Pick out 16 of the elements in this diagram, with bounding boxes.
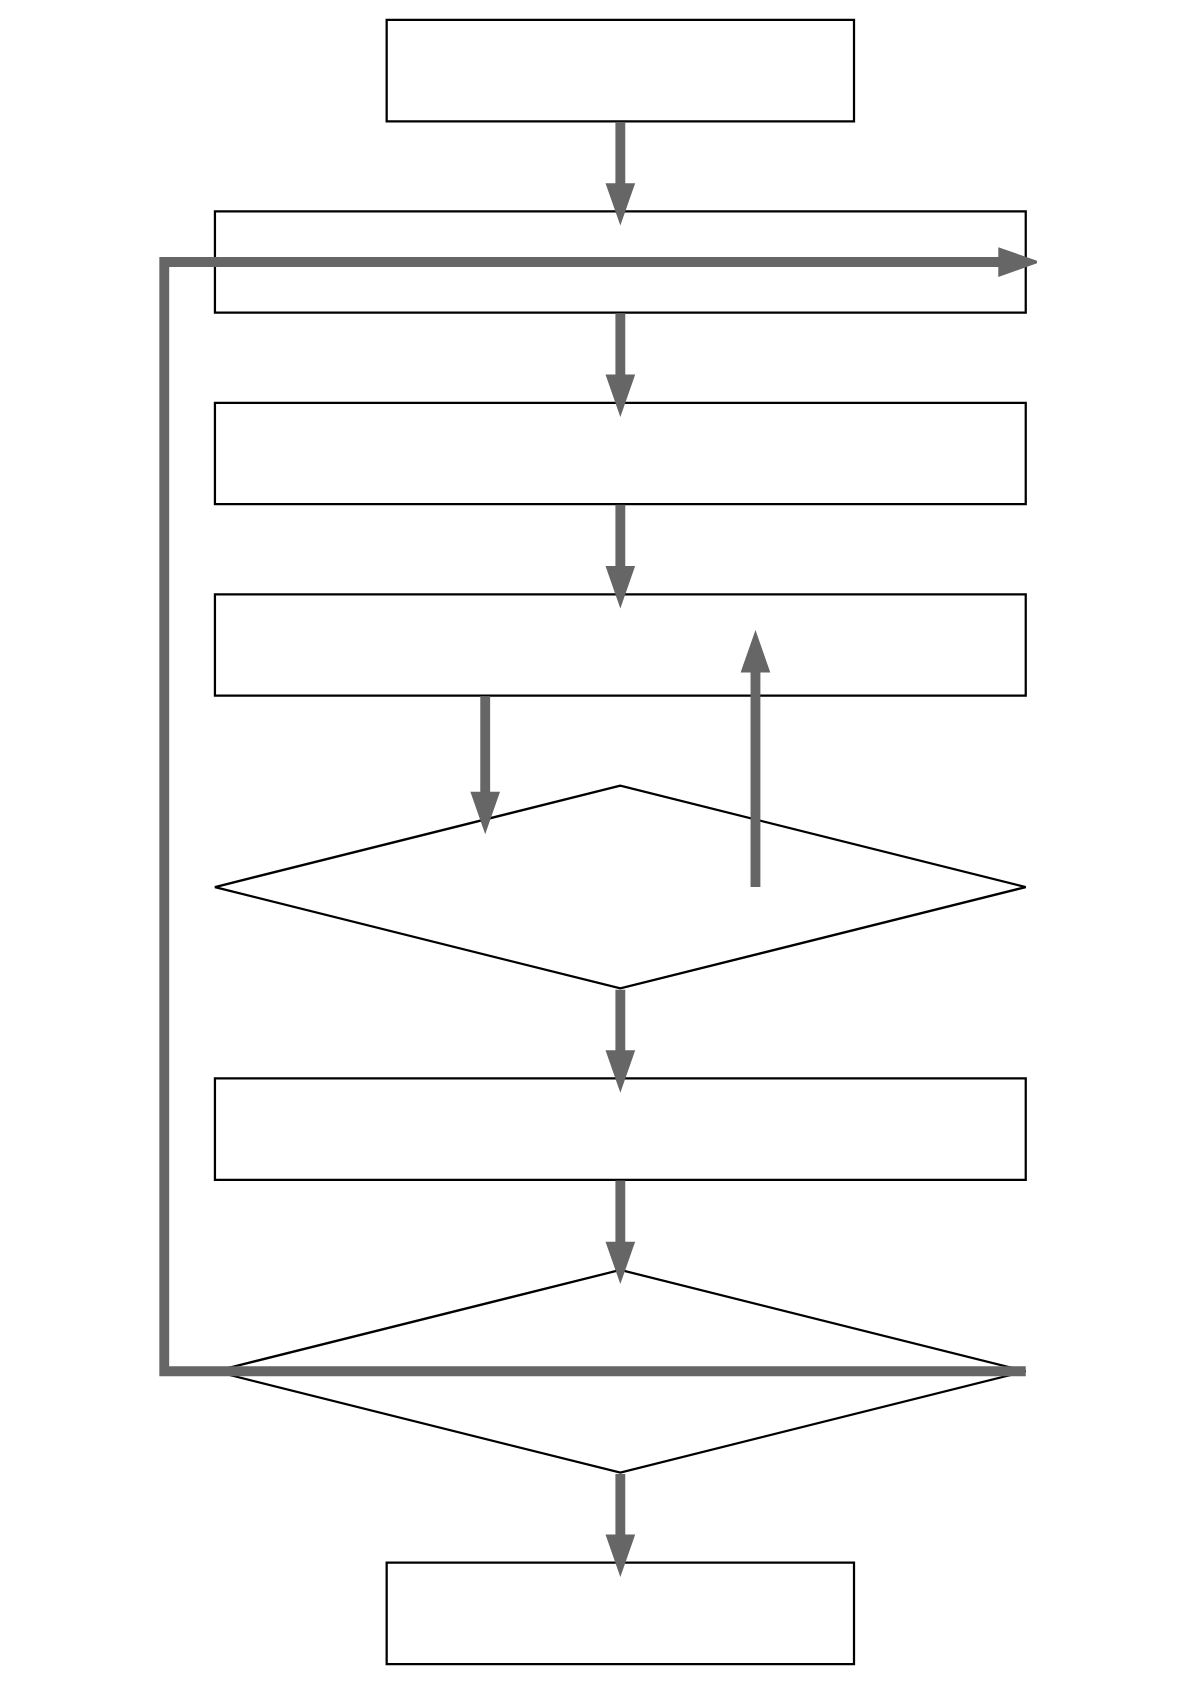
arrow (605, 1473, 636, 1577)
arrow (605, 121, 636, 226)
node-box (213, 210, 1027, 314)
arrow (605, 504, 636, 609)
node-diamond (213, 784, 1027, 990)
arrow (470, 696, 501, 835)
node-box (385, 18, 856, 123)
node-box (385, 1561, 856, 1666)
arrow (740, 630, 771, 888)
arrow (159, 247, 1037, 1377)
arrow (605, 1180, 636, 1285)
node-box (213, 1077, 1027, 1181)
arrow (605, 989, 636, 1093)
arrow (605, 313, 636, 417)
node-box (213, 401, 1027, 506)
node-box (213, 593, 1027, 697)
